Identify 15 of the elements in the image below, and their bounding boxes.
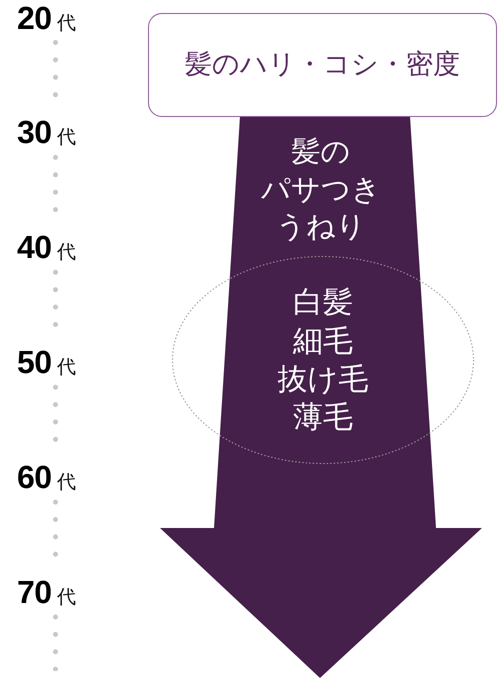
age-label: 20 代 xyxy=(17,0,76,36)
down-arrow-shape xyxy=(160,116,482,678)
age-label: 40 代 xyxy=(17,229,76,266)
arrow-text: 髪のパサつき xyxy=(260,133,382,208)
age-label: 70 代 xyxy=(17,574,76,610)
box-text: 髪のハリ・コシ・密度 xyxy=(185,48,460,82)
age-label: 30 代 xyxy=(17,114,76,150)
symptom-text: 抜け毛 xyxy=(278,361,368,399)
arrow-text: うねり xyxy=(276,208,366,245)
symptom-text: 白髪 xyxy=(293,284,353,322)
symptom-text: 薄毛 xyxy=(293,399,353,438)
age-label: 50 代 xyxy=(17,344,76,380)
age-label: 60 代 xyxy=(17,459,76,496)
symptom-text: 細毛 xyxy=(293,322,353,361)
rounded-box xyxy=(148,13,497,117)
